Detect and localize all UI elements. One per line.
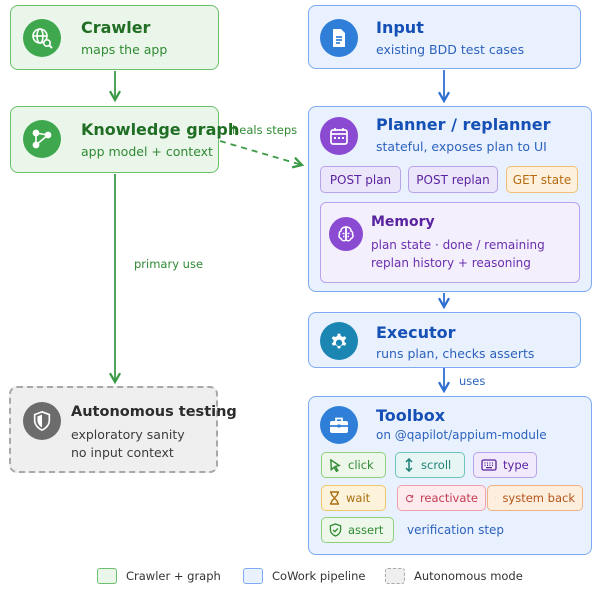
tool-click: click (321, 452, 386, 478)
tool-click-label: click (348, 458, 374, 472)
shield-check-icon (329, 523, 342, 537)
toolbox-subtitle: on @qapilot/appium-module (376, 428, 547, 442)
executor-title: Executor (376, 323, 456, 342)
knowledge-graph-title: Knowledge graph (81, 120, 240, 139)
graph-icon (23, 120, 61, 158)
tool-reactivate: reactivate (397, 485, 486, 511)
edge-heals-steps (219, 140, 305, 169)
memory-line2: replan history + reasoning (371, 256, 531, 270)
document-icon (320, 19, 358, 57)
crawler-title: Crawler (81, 18, 151, 37)
calendar-icon (320, 117, 358, 155)
planner-node: Planner / replanner stateful, exposes pl… (308, 106, 592, 292)
back-arrow-icon (495, 497, 497, 499)
refresh-icon (405, 494, 414, 502)
input-subtitle: existing BDD test cases (376, 42, 525, 57)
legend-label-blue: CoWork pipeline (272, 569, 366, 583)
shield-icon (23, 402, 61, 440)
autonomous-testing-node: Autonomous testing exploratory sanity no… (9, 386, 237, 473)
autonomous-testing-line1: exploratory sanity (71, 427, 185, 442)
tool-system-back-label: system back (502, 491, 575, 505)
tool-system-back: system back (487, 485, 583, 511)
gear-icon (320, 322, 358, 360)
toolbox-title: Toolbox (376, 406, 446, 425)
edge-label-heals-steps: heals steps (232, 123, 298, 137)
executor-subtitle: runs plan, checks asserts (376, 346, 535, 361)
tool-assert: assert (321, 517, 394, 543)
legend-swatch-green (97, 568, 117, 584)
knowledge-graph-subtitle: app model + context (81, 144, 213, 159)
executor-node: Executor runs plan, checks asserts (308, 312, 581, 368)
autonomous-testing-line2: no input context (71, 445, 174, 460)
legend-swatch-gray (385, 568, 405, 584)
tool-scroll-label: scroll (421, 458, 452, 472)
endpoint-get-state: GET state (506, 166, 578, 193)
globe-search-icon (23, 19, 61, 57)
input-node: Input existing BDD test cases (308, 5, 581, 69)
memory-title: Memory (371, 214, 435, 230)
tool-assert-label: assert (348, 523, 384, 537)
endpoint-post-replan: POST replan (408, 166, 498, 193)
planner-subtitle: stateful, exposes plan to UI (376, 139, 547, 154)
autonomous-testing-title: Autonomous testing (71, 404, 237, 420)
endpoint-post-plan: POST plan (320, 166, 401, 193)
brain-icon (329, 217, 363, 251)
toolbox-node: Toolbox on @qapilot/appium-module click … (308, 396, 592, 555)
crawler-node: Crawler maps the app (10, 5, 219, 70)
cursor-icon (330, 458, 341, 472)
crawler-subtitle: maps the app (81, 42, 168, 57)
keyboard-icon (481, 459, 497, 471)
tool-reactivate-label: reactivate (419, 491, 478, 505)
legend-label-gray: Autonomous mode (414, 569, 523, 583)
planner-title: Planner / replanner (376, 115, 551, 134)
toolbox-icon (320, 406, 358, 444)
tool-wait: wait (321, 485, 386, 511)
hourglass-icon (330, 491, 339, 505)
tool-scroll: scroll (395, 452, 465, 478)
tool-type: type (473, 452, 537, 478)
legend-label-green: Crawler + graph (126, 569, 221, 583)
memory-node: Memory plan state · done / remaining rep… (320, 202, 580, 283)
edge-label-uses: uses (459, 374, 486, 388)
input-title: Input (376, 18, 424, 37)
assert-note: verification step (407, 523, 505, 537)
knowledge-graph-node: Knowledge graph app model + context (10, 106, 239, 173)
tool-type-label: type (503, 458, 529, 472)
vertical-arrows-icon (405, 458, 413, 472)
edge-label-primary-use: primary use (134, 257, 204, 271)
tool-wait-label: wait (346, 491, 371, 505)
memory-line1: plan state · done / remaining (371, 238, 545, 252)
legend-swatch-blue (243, 568, 263, 584)
